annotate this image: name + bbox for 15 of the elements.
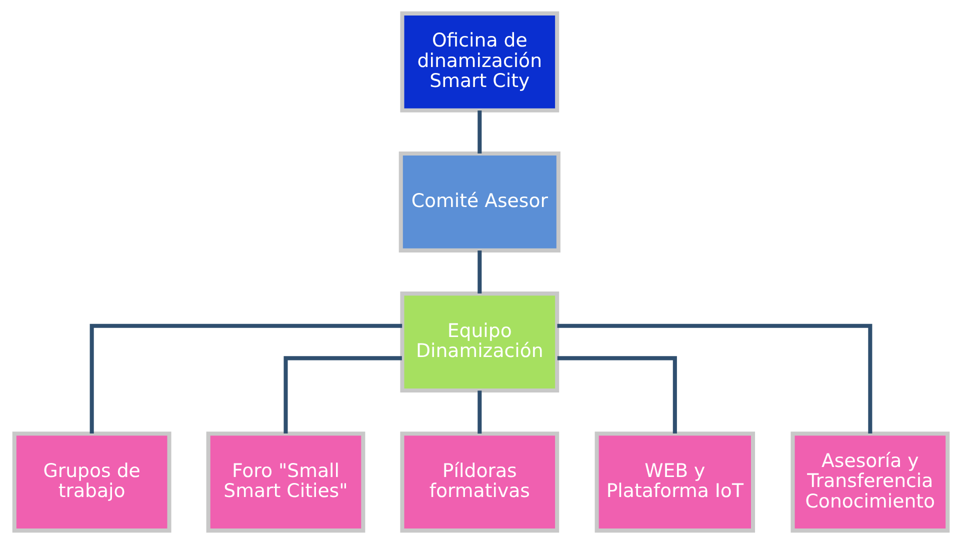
node-box: Grupos de trabajo [12,432,172,533]
connector [478,390,482,434]
connector [557,356,677,434]
node-box: Asesoría y Transferencia Conocimiento [790,432,950,533]
node-box: Foro "Small Smart Cities" [206,432,366,533]
connector [557,324,872,434]
connector [478,250,482,294]
node-box: Oficina de dinamización Smart City [400,11,560,112]
node-box: Comité Asesor [398,151,560,252]
node-box: Píldoras formativas [400,432,560,533]
node-box: Equipo Dinamización [400,292,560,393]
connector [90,324,402,434]
connector [478,110,482,154]
connector [284,356,402,434]
node-box: WEB y Plataforma IoT [594,432,756,533]
